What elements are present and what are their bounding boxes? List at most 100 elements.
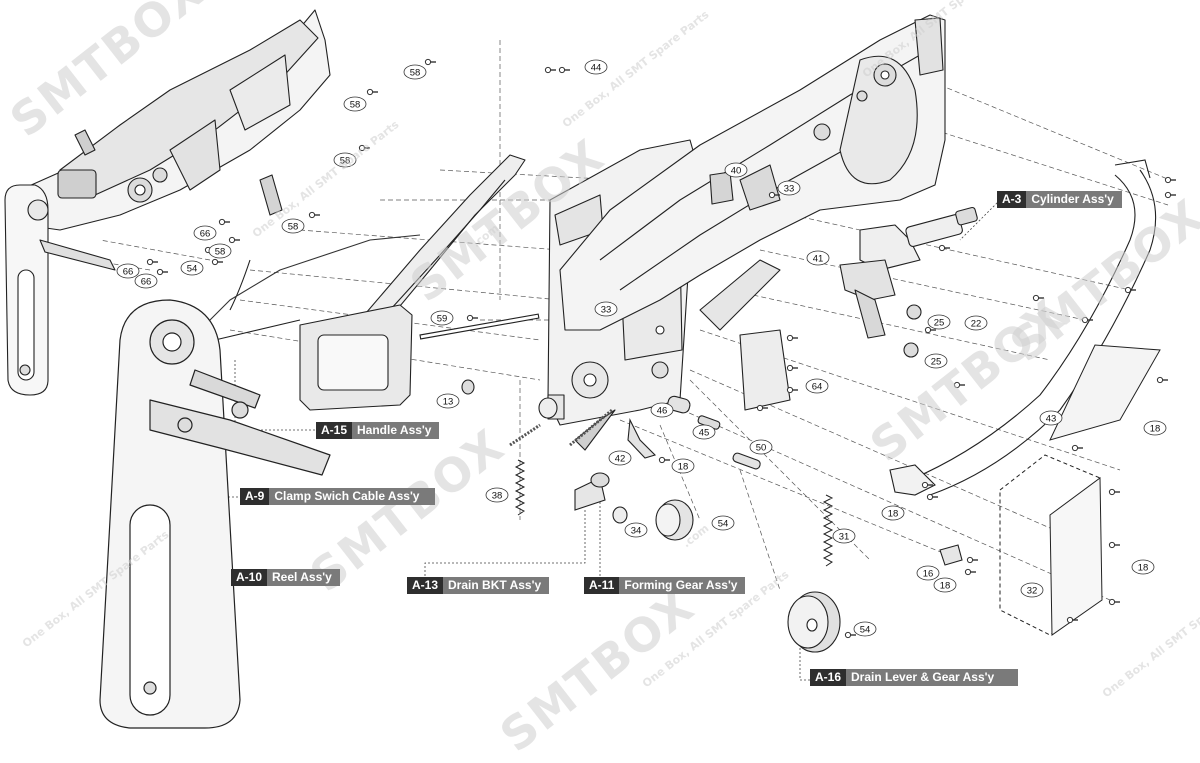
callout-label: 54: [187, 264, 198, 275]
assembly-label-drain-bkt: A-13 Drain BKT Ass'y: [407, 577, 550, 594]
callout-5: 40: [724, 162, 748, 178]
callout-27: 25: [927, 314, 951, 330]
callout-label: 58: [410, 68, 421, 79]
callout-label: 22: [971, 319, 982, 330]
callout-28: 25: [924, 353, 948, 369]
assembly-code: A-9: [240, 488, 270, 505]
callout-label: 46: [657, 406, 668, 417]
callout-label: 54: [860, 625, 871, 636]
callout-label: 33: [784, 184, 795, 195]
callout-label: 38: [492, 491, 503, 502]
callout-7: 41: [806, 250, 830, 266]
callout-label: 64: [812, 382, 823, 393]
callout-label: 66: [141, 277, 152, 288]
callout-label: 59: [437, 314, 448, 325]
assembly-code: A-3: [997, 191, 1027, 208]
handle-lever: [199, 154, 526, 411]
springs: [509, 408, 834, 567]
callout-18: 50: [749, 439, 773, 455]
callout-label: 40: [731, 166, 742, 177]
assembly-code: A-15: [316, 422, 353, 439]
cylinder: [839, 206, 978, 358]
callout-26: 64: [805, 378, 829, 394]
callout-label: 66: [123, 267, 134, 278]
assembly-code: A-13: [407, 577, 444, 594]
callout-label: 45: [699, 428, 710, 439]
callout-8: 66: [193, 225, 217, 241]
callout-1: 58: [343, 96, 367, 112]
callout-label: 54: [718, 519, 729, 530]
assembly-code: A-11: [584, 577, 620, 594]
left-frame-assembly: [4, 9, 331, 396]
callout-34: 18: [933, 577, 957, 593]
callout-label: 25: [931, 357, 942, 368]
cover-plate: [1049, 344, 1161, 441]
callout-label: 66: [200, 229, 211, 240]
callout-22: 34: [624, 522, 648, 538]
assembly-name: Cylinder Ass'y: [1026, 191, 1122, 208]
callout-23: 54: [711, 515, 735, 531]
callout-label: 58: [288, 222, 299, 233]
callout-33: 16: [916, 565, 940, 581]
assembly-label-clamp-switch-cable: A-9 Clamp Swich Cable Ass'y: [240, 488, 436, 505]
callout-3: 58: [281, 218, 305, 234]
callout-label: 18: [888, 509, 899, 520]
callout-label: 31: [839, 532, 850, 543]
callout-label: 58: [340, 156, 351, 167]
assembly-label-handle: A-15 Handle Ass'y: [316, 422, 440, 439]
callout-30: 43: [1039, 410, 1063, 426]
callout-25: 54: [853, 621, 877, 637]
assembly-name: Handle Ass'y: [352, 422, 440, 439]
callout-label: 43: [1046, 414, 1057, 425]
callout-21: 38: [485, 487, 509, 503]
side-box: [999, 454, 1103, 636]
callout-14: 33: [594, 301, 618, 317]
callout-label: 32: [1027, 586, 1038, 597]
assembly-label-reel: A-10 Reel Ass'y: [231, 569, 340, 586]
callout-24: 31: [832, 528, 856, 544]
callout-35: 32: [1020, 582, 1044, 598]
assembly-code: A-10: [231, 569, 268, 586]
callout-32: 18: [881, 505, 905, 521]
callout-label: 18: [1138, 563, 1149, 574]
callout-label: 34: [631, 526, 642, 537]
callout-label: 58: [350, 100, 361, 111]
assembly-code: A-16: [810, 669, 847, 686]
callout-label: 50: [756, 443, 767, 454]
callout-label: 44: [591, 63, 602, 74]
callout-36: 18: [1131, 559, 1155, 575]
assembly-name: Forming Gear Ass'y: [619, 577, 746, 594]
assembly-name: Clamp Swich Cable Ass'y: [269, 488, 436, 505]
callout-label: 18: [1150, 424, 1161, 435]
callout-label: 42: [615, 454, 626, 465]
callout-10: 66: [134, 273, 158, 289]
callout-31: 18: [1143, 420, 1167, 436]
callout-12: 54: [180, 260, 204, 276]
callout-16: 46: [650, 402, 674, 418]
callout-0: 58: [403, 64, 427, 80]
belt-band: [889, 159, 1157, 496]
callout-4: 44: [584, 59, 608, 75]
right-main-frame: [559, 14, 946, 411]
callout-6: 33: [777, 180, 801, 196]
assembly-name: Reel Ass'y: [267, 569, 340, 586]
assembly-label-drain-lever-gear: A-16 Drain Lever & Gear Ass'y: [810, 669, 1019, 686]
callout-9: 66: [116, 263, 140, 279]
callout-label: 18: [678, 462, 689, 473]
callout-29: 22: [964, 315, 988, 331]
callout-17: 45: [692, 424, 716, 440]
exploded-parts-diagram: 58 58 58 58 44 40 33 41 66 66 66 58 54 5…: [4, 9, 1177, 729]
callout-label: 41: [813, 254, 824, 265]
assembly-name: Drain BKT Ass'y: [443, 577, 550, 594]
callout-label: 33: [601, 305, 612, 316]
callout-label: 58: [215, 247, 226, 258]
callout-11: 58: [208, 243, 232, 259]
gears-and-small-parts: [419, 313, 963, 653]
assembly-label-cylinder: A-3 Cylinder Ass'y: [997, 191, 1122, 208]
callout-20: 18: [671, 458, 695, 474]
callout-label: 18: [940, 581, 951, 592]
callout-label: 25: [934, 318, 945, 329]
assembly-label-forming-gear: A-11 Forming Gear Ass'y: [584, 577, 746, 594]
callout-13: 59: [430, 310, 454, 326]
callout-15: 13: [436, 393, 460, 409]
